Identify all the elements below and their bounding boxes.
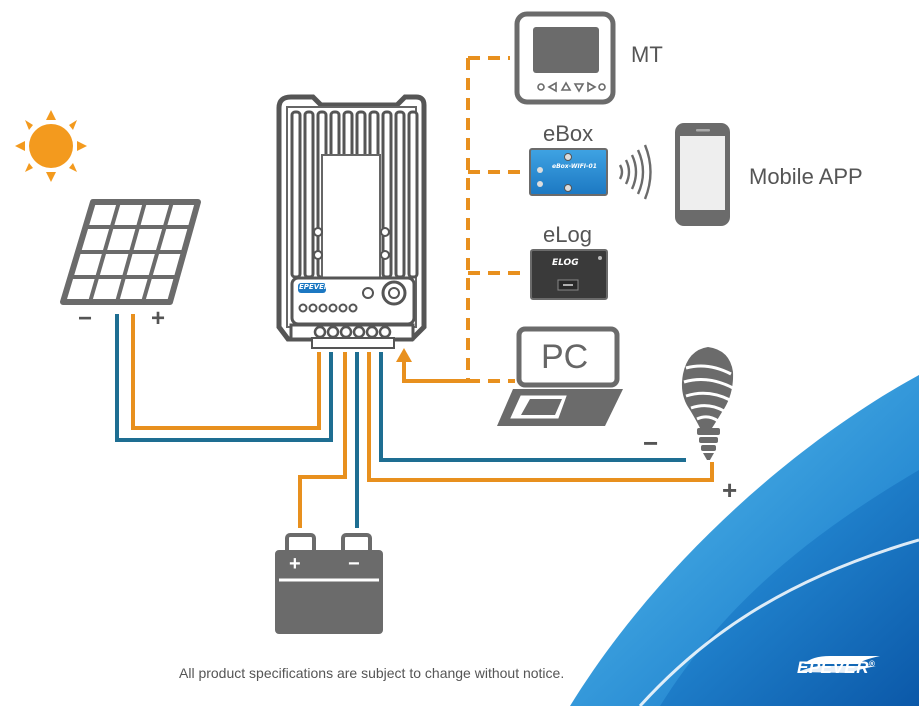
elog-label: eLog [543, 222, 592, 247]
elog-icon [530, 249, 608, 300]
battery-icon [275, 533, 383, 634]
positive-wires [131, 314, 714, 528]
laptop-pc-icon [497, 326, 623, 426]
ebox-body-text: eBox-WIFI-01 [552, 163, 597, 170]
battery-plus-sign: + [289, 553, 301, 575]
comm-line [396, 56, 525, 383]
negative-wires [115, 314, 686, 528]
charge-controller [276, 94, 427, 349]
footer-notice: All product specifications are subject t… [179, 665, 565, 681]
brand-wave [570, 375, 919, 706]
ebox-label: eBox [543, 121, 594, 146]
epever-logo-text: EPEVER [797, 658, 869, 677]
epever-logo-swoosh [798, 656, 880, 673]
epever-logo: EPEVER® [797, 658, 875, 678]
mobile-phone-icon [675, 123, 730, 226]
registered-mark: ® [868, 659, 876, 669]
sun-icon [15, 110, 87, 182]
solar-minus-sign: − [78, 305, 93, 332]
battery-minus-sign: − [348, 553, 360, 575]
wifi-signal-icon [618, 144, 652, 200]
solar-plus-sign: + [151, 305, 166, 332]
light-bulb-icon [681, 347, 734, 460]
controller-brand: EPEVER [299, 283, 330, 291]
mobile-app-label: Mobile APP [749, 164, 863, 189]
load-plus-sign: + [722, 475, 738, 505]
solar-panel-icon [60, 199, 201, 305]
mt-label: MT [631, 42, 663, 67]
load-minus-sign: − [643, 428, 659, 458]
mt-remote-meter-icon [514, 11, 616, 105]
pc-label: PC [541, 338, 589, 376]
elog-body-text: ELOG [552, 258, 579, 268]
ebox-icon [529, 148, 608, 196]
